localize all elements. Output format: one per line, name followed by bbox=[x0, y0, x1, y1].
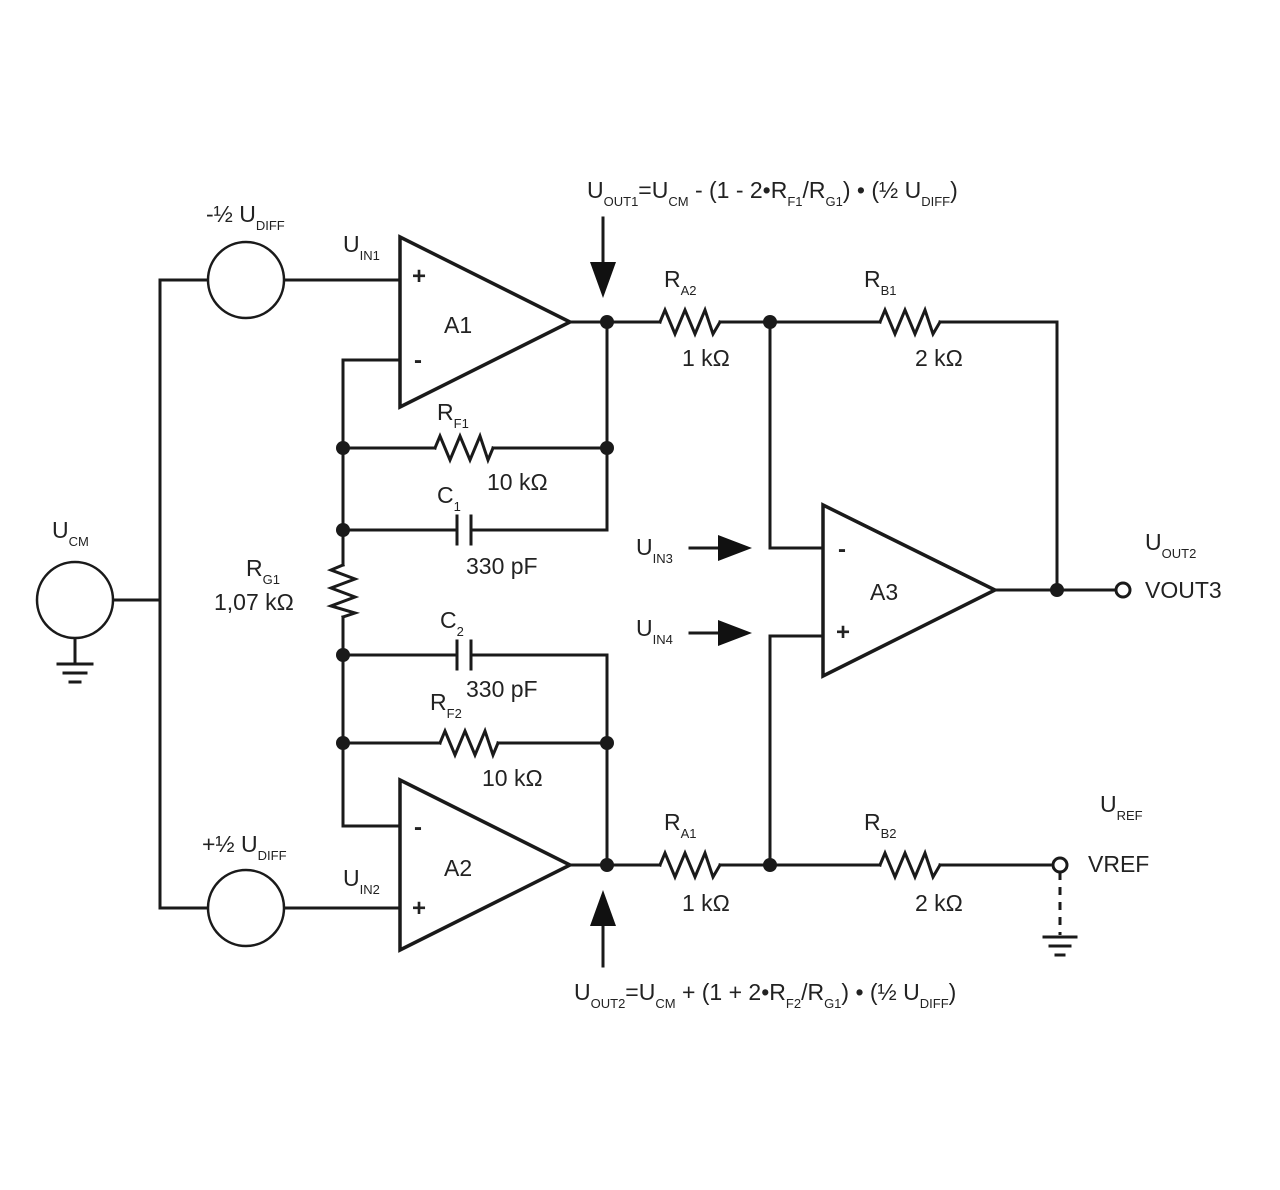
opamp-labels: + - A1 - + A2 - + A3 bbox=[412, 263, 898, 922]
capacitor-c1 bbox=[455, 514, 473, 546]
opamp-a3 bbox=[821, 502, 999, 679]
resistor-rf2 bbox=[438, 726, 500, 760]
arrow-uout1 bbox=[590, 216, 616, 298]
source-minus-half-diff bbox=[206, 240, 286, 320]
resistor-rf1 bbox=[433, 431, 495, 465]
a2-minus-sign: - bbox=[414, 814, 422, 841]
label-rb2: RB2 bbox=[864, 809, 897, 841]
wires bbox=[56, 278, 1119, 957]
value-c2: 330 pF bbox=[466, 676, 538, 702]
value-c1: 330 pF bbox=[466, 553, 538, 579]
label-uout-vout3: UOUT2 bbox=[1145, 529, 1196, 561]
label-uin4: UIN4 bbox=[636, 615, 673, 647]
label-c2: C2 bbox=[440, 607, 464, 639]
resistor-rb2 bbox=[878, 848, 943, 881]
value-rf2: 10 kΩ bbox=[482, 765, 543, 791]
terminal-vref bbox=[1051, 856, 1069, 874]
value-ra2: 1 kΩ bbox=[682, 345, 730, 371]
resistor-ra2 bbox=[658, 305, 723, 338]
label-vref: VREF bbox=[1088, 851, 1149, 877]
a3-name: A3 bbox=[870, 579, 898, 605]
a2-name: A2 bbox=[444, 855, 472, 881]
label-uin1: UIN1 bbox=[343, 231, 380, 263]
input-labels: UIN1 UIN2 UIN3 UIN4 bbox=[343, 231, 673, 897]
label-plus-half-udiff: +½ UDIFF bbox=[202, 831, 287, 863]
arrow-uin4 bbox=[688, 620, 752, 646]
arrow-uout2 bbox=[590, 890, 616, 968]
label-vout3: VOUT3 bbox=[1145, 577, 1222, 603]
equation-uout1: UOUT1=UCM - (1 - 2•RF1/RG1) • (½ UDIFF) bbox=[587, 177, 958, 209]
opamp-a1 bbox=[398, 234, 574, 410]
value-ra1: 1 kΩ bbox=[682, 890, 730, 916]
source-common-mode bbox=[35, 560, 115, 640]
source-labels: -½ UDIFF +½ UDIFF UCM bbox=[52, 201, 287, 863]
value-rb2: 2 kΩ bbox=[915, 890, 963, 916]
label-uref: UREF bbox=[1100, 791, 1143, 823]
a1-minus-sign: - bbox=[414, 347, 422, 374]
value-rg1: 1,07 kΩ bbox=[214, 589, 294, 615]
opamp-a2 bbox=[398, 777, 574, 953]
a3-plus-sign: + bbox=[836, 619, 850, 646]
capacitors bbox=[455, 514, 473, 671]
output-labels: UOUT2 VOUT3 UREF VREF bbox=[1088, 529, 1222, 877]
label-ra2: RA2 bbox=[664, 266, 697, 298]
label-ra1: RA1 bbox=[664, 809, 697, 841]
label-rf2: RF2 bbox=[430, 689, 462, 721]
label-uin2: UIN2 bbox=[343, 865, 380, 897]
voltage-sources bbox=[35, 240, 286, 948]
junction-dots bbox=[336, 315, 1064, 872]
equations: UOUT1=UCM - (1 - 2•RF1/RG1) • (½ UDIFF) … bbox=[574, 177, 958, 1011]
label-rg1: RG1 bbox=[246, 555, 280, 587]
label-minus-half-udiff: -½ UDIFF bbox=[206, 201, 285, 233]
resistor-ra1 bbox=[658, 848, 723, 881]
arrow-uin3 bbox=[688, 535, 752, 561]
label-rf1: RF1 bbox=[437, 399, 469, 431]
equation-uout2: UOUT2=UCM + (1 + 2•RF2/RG1) • (½ UDIFF) bbox=[574, 979, 956, 1011]
terminal-vout3 bbox=[1114, 581, 1132, 599]
a3-minus-sign: - bbox=[838, 536, 846, 563]
a1-plus-sign: + bbox=[412, 263, 426, 290]
arrows bbox=[590, 216, 752, 968]
resistor-rb1 bbox=[878, 305, 943, 338]
a2-plus-sign: + bbox=[412, 895, 426, 922]
label-c1: C1 bbox=[437, 482, 461, 514]
a1-name: A1 bbox=[444, 312, 472, 338]
label-ucm: UCM bbox=[52, 517, 89, 549]
value-rb1: 2 kΩ bbox=[915, 345, 963, 371]
component-labels: RF1 10 kΩ C1 330 pF RG1 1,07 kΩ C2 330 p… bbox=[214, 266, 963, 916]
op-amps bbox=[398, 234, 999, 953]
capacitor-c2 bbox=[455, 639, 473, 671]
resistors bbox=[326, 305, 943, 881]
source-plus-half-diff bbox=[206, 868, 286, 948]
label-uin3: UIN3 bbox=[636, 534, 673, 566]
label-rb1: RB1 bbox=[864, 266, 897, 298]
value-rf1: 10 kΩ bbox=[487, 469, 548, 495]
resistor-rg1 bbox=[326, 563, 361, 619]
